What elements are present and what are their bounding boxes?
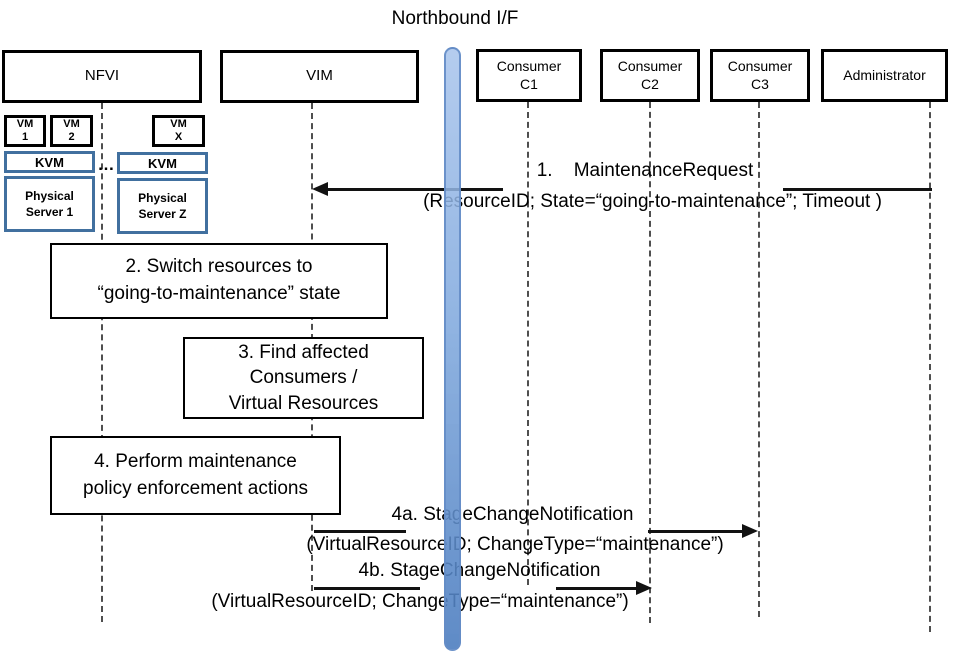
- actor-label-consumer-c3-line2: C3: [751, 75, 769, 92]
- physical-server-z-box: Physical Server Z: [117, 178, 208, 234]
- message-4a-line-right: [648, 530, 744, 533]
- activity-box-step3: 3. Find affected Consumers / Virtual Res…: [183, 337, 424, 419]
- vmx-label-line1: VM: [170, 118, 187, 131]
- message-1-title: 1. MaintenanceRequest: [536, 160, 754, 181]
- activity-box-step4: 4. Perform maintenance policy enforcemen…: [50, 436, 341, 515]
- actor-box-consumer-c2: Consumer C2: [600, 49, 700, 102]
- actor-label-vim: VIM: [306, 67, 333, 85]
- actor-label-consumer-c1-line1: Consumer: [496, 58, 562, 74]
- step2-text-line1: 2. Switch resources to: [125, 256, 313, 278]
- vmx-label-line2: X: [174, 131, 183, 143]
- arrowhead-right-icon: [636, 581, 652, 595]
- lifeline-nfvi: [101, 103, 103, 622]
- actor-label-consumer-c2-line1: Consumer: [617, 58, 683, 74]
- step3-text-line2: Consumers /: [249, 367, 358, 389]
- actor-box-administrator: Administrator: [821, 49, 948, 102]
- serverz-label-line1: Physical: [138, 190, 187, 205]
- message-4b-title: 4b. StageChangeNotification: [358, 560, 601, 581]
- vm-box-x: VM X: [152, 115, 205, 147]
- message-4a-title: 4a. StageChangeNotification: [391, 504, 634, 525]
- vm1-label-line1: VM: [16, 118, 34, 131]
- message-4a-line-left: [314, 530, 406, 533]
- step4-text-line1: 4. Perform maintenance: [94, 450, 297, 472]
- kvm1-label: KVM: [35, 154, 64, 170]
- lifeline-consumer-c1: [527, 102, 529, 585]
- kvm-box-1: KVM: [4, 151, 95, 173]
- arrowhead-right-icon: [742, 524, 758, 538]
- vm2-label-line1: VM: [63, 118, 80, 131]
- message-1-line-right: [783, 188, 932, 191]
- actor-label-nfvi: NFVI: [84, 67, 120, 85]
- step3-text-line3: Virtual Resources: [228, 392, 379, 414]
- arrowhead-left-icon: [312, 182, 328, 196]
- ellipsis-icon: …: [97, 155, 115, 174]
- kvm2-label: KVM: [148, 155, 177, 171]
- lifeline-consumer-c3: [758, 102, 760, 617]
- message-4b-params: (VirtualResourceID; ChangeType=“maintena…: [211, 591, 629, 612]
- server1-label-line2: Server 1: [25, 205, 74, 219]
- actor-box-vim: VIM: [220, 50, 419, 103]
- actor-label-consumer-c2-line2: C2: [641, 75, 659, 92]
- vm-box-2: VM 2: [50, 115, 93, 147]
- message-1-line-left: [326, 188, 503, 191]
- diagram-title: Northbound I/F: [391, 8, 519, 29]
- actor-box-consumer-c3: Consumer C3: [710, 49, 810, 102]
- actor-label-consumer-c1-line2: C1: [520, 75, 538, 92]
- vm-box-1: VM 1: [4, 115, 46, 147]
- northbound-interface-bar: [444, 47, 461, 651]
- actor-box-consumer-c1: Consumer C1: [476, 49, 582, 102]
- lifeline-consumer-c2: [649, 102, 651, 623]
- message-4a-params: (VirtualResourceID; ChangeType=“maintena…: [306, 534, 724, 555]
- step4-text-line2: policy enforcement actions: [83, 477, 308, 499]
- message-4b-line-right: [556, 587, 638, 590]
- vm2-label-line2: 2: [68, 131, 75, 143]
- server1-label-line1: Physical: [25, 188, 74, 203]
- step3-text-line1: 3. Find affected: [238, 341, 369, 363]
- kvm-box-2: KVM: [117, 152, 208, 174]
- step2-text-line2: “going-to-maintenance” state: [97, 283, 341, 304]
- serverz-label-line2: Server Z: [138, 207, 187, 221]
- activity-box-step2: 2. Switch resources to “going-to-mainten…: [50, 243, 388, 319]
- message-1-params: (ResourceID; State=“going-to-maintenance…: [423, 191, 882, 212]
- actor-box-nfvi: NFVI: [2, 50, 202, 103]
- lifeline-administrator: [929, 102, 931, 632]
- message-4b-line-left: [314, 587, 420, 590]
- actor-label-administrator: Administrator: [843, 66, 926, 83]
- vm1-label-line2: 1: [21, 131, 29, 143]
- physical-server-1-box: Physical Server 1: [4, 176, 95, 232]
- actor-label-consumer-c3-line1: Consumer: [727, 58, 793, 74]
